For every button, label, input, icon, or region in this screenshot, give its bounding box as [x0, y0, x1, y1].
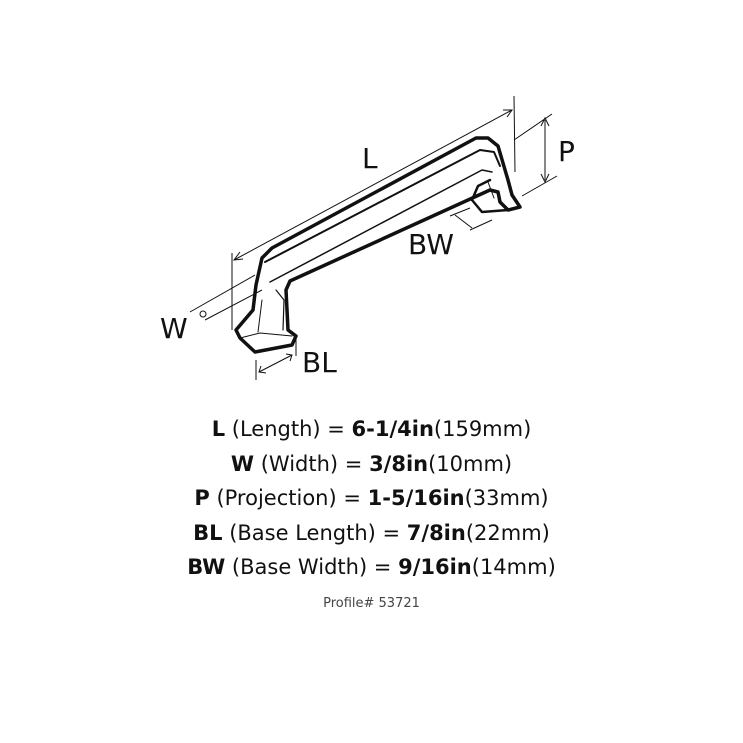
spec-base-length: BL (Base Length) = 7/8in(22mm): [193, 520, 550, 545]
label-length: L: [362, 142, 378, 175]
label-base-width: BW: [408, 228, 454, 261]
spec-width: W (Width) = 3/8in(10mm): [230, 451, 513, 476]
label-width: W: [160, 312, 188, 345]
cabinet-pull-drawing: [189, 95, 558, 380]
spec-projection: P (Projection) = 1-5/16in(33mm): [194, 486, 549, 510]
dimension-specs: L (Length) = 6-1/4in(159mm) W (Width) = …: [0, 412, 743, 585]
profile-number: Profile# 53721: [323, 596, 420, 611]
handle-dimension-diagram: L P BW W BL: [160, 95, 575, 380]
label-base-length: BL: [302, 346, 337, 379]
spec-length: L (Length) = 6-1/4in(159mm): [211, 417, 532, 441]
spec-base-width: BW (Base Width) = 9/16in(14mm): [187, 555, 556, 579]
label-projection: P: [558, 135, 575, 168]
